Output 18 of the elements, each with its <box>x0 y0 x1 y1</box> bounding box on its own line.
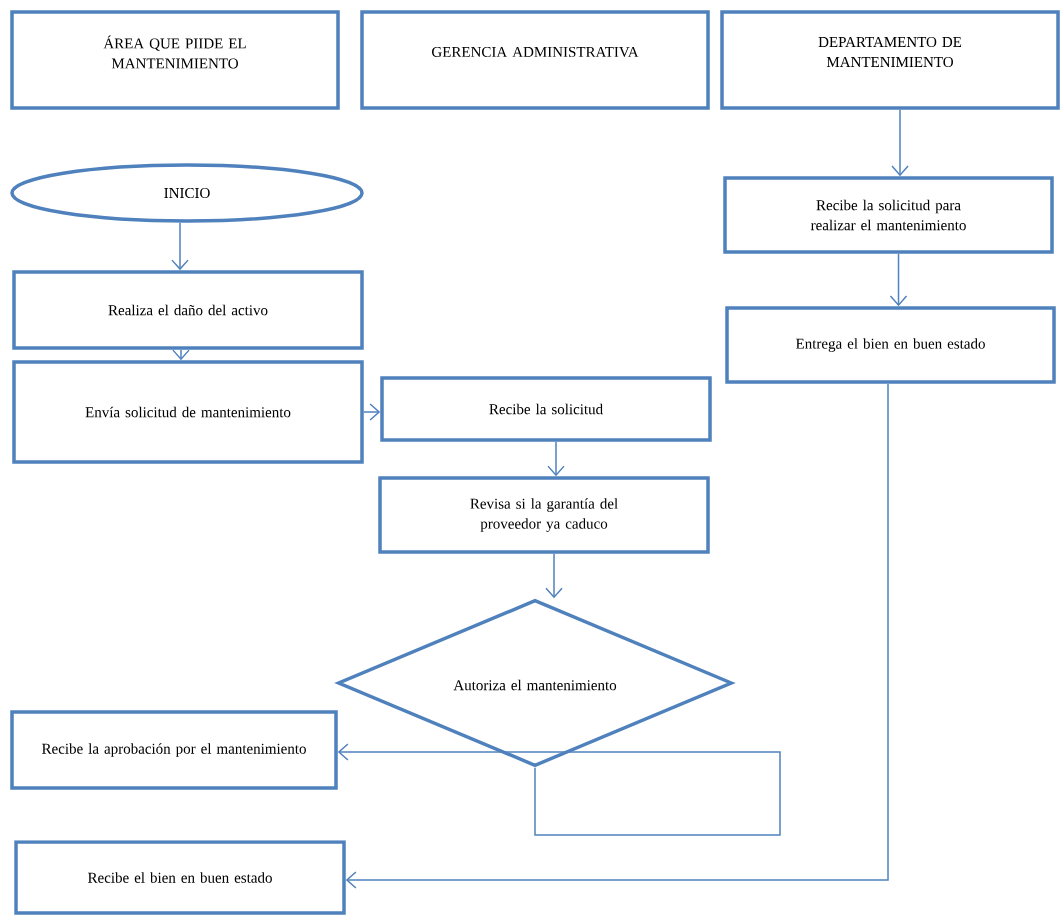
arrow <box>891 109 909 177</box>
process-box: Recibe la solicitud <box>380 376 712 442</box>
arrow <box>545 553 563 599</box>
arrow <box>171 222 189 271</box>
arrow <box>345 383 889 889</box>
process-box: Recibe la solicitud para realizar el mantenimiento <box>723 176 1054 254</box>
process-box: Realiza el daño del activo <box>12 270 364 350</box>
process-box: Recibe el bien en buen estado <box>14 840 346 915</box>
arrow <box>337 743 781 836</box>
process-box: Revisa si la garantía del proveedor ya caduco <box>378 476 710 554</box>
process-box: Recibe la aprobación por el mantenimiento <box>10 710 338 790</box>
process-box: GERENCIA ADMINISTRATIVA <box>360 10 710 110</box>
arrow <box>547 441 565 477</box>
process-box: ÁREA QUE PIIDE EL MANTENIMIENTO <box>10 10 340 110</box>
process-box: Entrega el bien en buen estado <box>725 306 1056 384</box>
process-box: Envía solicitud de mantenimiento <box>12 360 364 464</box>
process-box: DEPARTAMENTO DE MANTENIMIENTO <box>720 10 1060 110</box>
arrow <box>889 253 908 307</box>
